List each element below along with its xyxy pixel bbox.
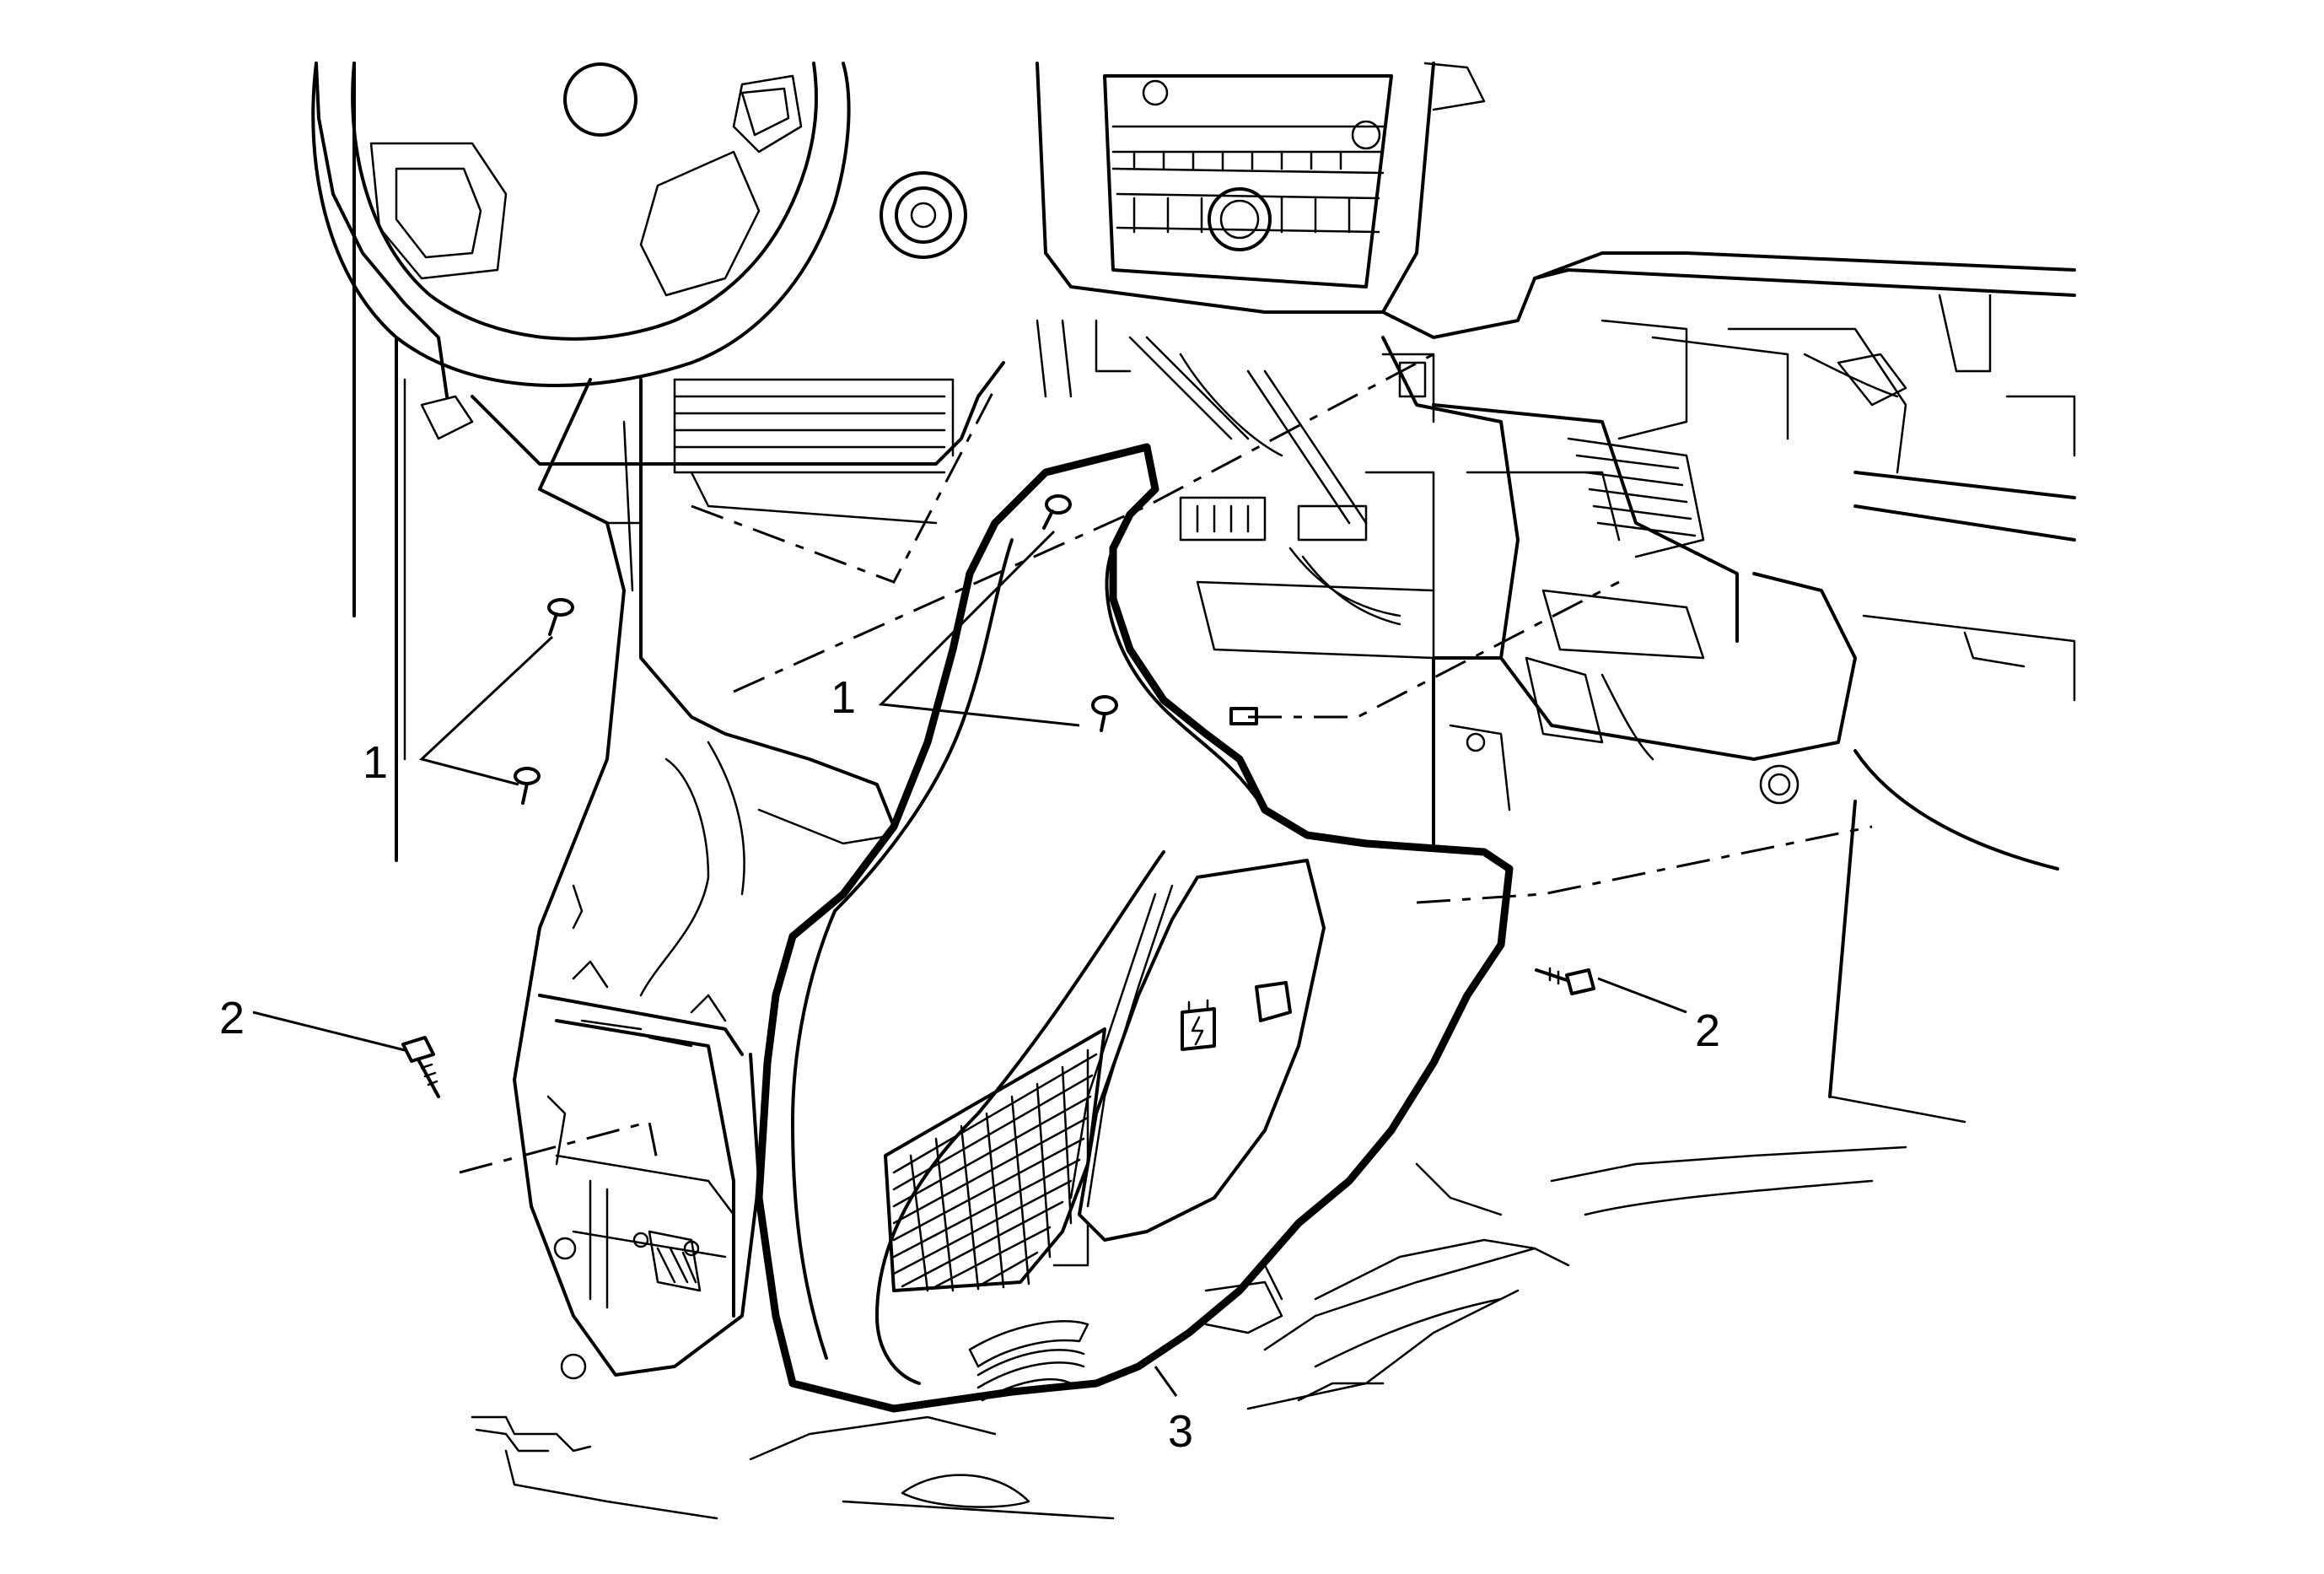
callout-1-center: 1 bbox=[831, 672, 856, 723]
instrument-panel-right bbox=[1381, 251, 2076, 1124]
dashed-alignment-lines bbox=[459, 353, 1873, 1174]
console-vent-slots bbox=[968, 1320, 1089, 1402]
hvac-duct-assembly bbox=[1381, 336, 1857, 845]
callout-1-left: 1 bbox=[363, 737, 388, 788]
wiring-harness bbox=[1036, 319, 1435, 660]
floor-carpet bbox=[471, 1145, 1907, 1520]
access-cover-outline bbox=[1255, 981, 1292, 1022]
callout-2-right: 2 bbox=[1695, 1005, 1720, 1056]
callout-2-left: 2 bbox=[219, 993, 245, 1043]
ignition-switch bbox=[880, 171, 967, 259]
bolt-icon bbox=[401, 967, 1595, 1098]
console-side-panel bbox=[755, 443, 1514, 1413]
left-side-trim-panel bbox=[513, 378, 896, 1380]
radio-head-unit bbox=[1036, 62, 1486, 314]
instrument-panel-left bbox=[315, 62, 1005, 862]
battery-icon bbox=[1181, 999, 1216, 1051]
steering-wheel bbox=[311, 62, 851, 387]
console-grille bbox=[884, 1027, 1106, 1292]
callout-3: 3 bbox=[1168, 1406, 1193, 1457]
slot-receptacle bbox=[1229, 707, 1258, 725]
callout-leaders bbox=[252, 530, 1687, 1397]
push-pin-retainer-icon bbox=[514, 494, 1118, 805]
